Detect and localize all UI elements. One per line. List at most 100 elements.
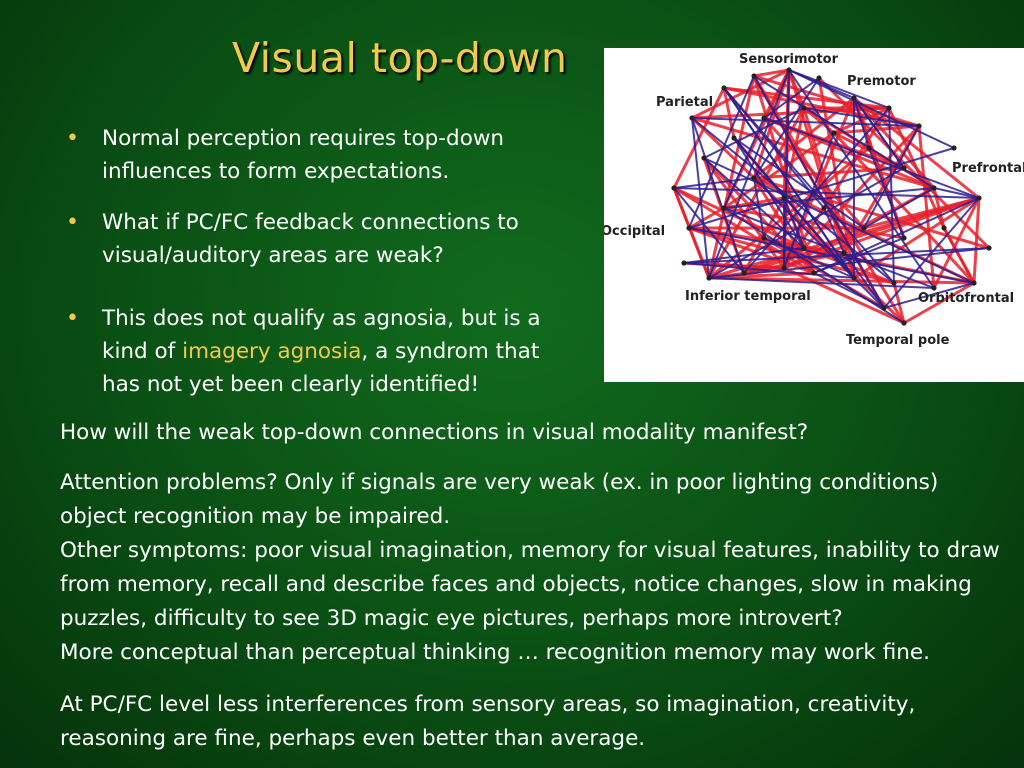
feedback-connection bbox=[883, 197, 980, 309]
region-node bbox=[881, 305, 887, 311]
region-node bbox=[786, 67, 792, 73]
connectivity-diagram: Sensorimotor Premotor Parietal Prefronta… bbox=[604, 52, 1024, 348]
label-prefrontal: Prefrontal bbox=[952, 161, 1024, 176]
feedforward-connection bbox=[942, 227, 976, 284]
feedback-connection bbox=[703, 157, 805, 249]
feedforward-connection bbox=[917, 125, 936, 289]
region-node bbox=[681, 260, 687, 266]
region-node bbox=[941, 225, 947, 231]
feedforward-connection bbox=[722, 87, 736, 139]
region-node bbox=[781, 265, 787, 271]
feedback-connection bbox=[691, 117, 710, 279]
feedback-connection bbox=[883, 282, 975, 309]
region-node bbox=[901, 235, 907, 241]
label-orbitofrontal: Orbitofrontal bbox=[918, 291, 1014, 306]
region-node bbox=[901, 320, 907, 326]
region-node bbox=[741, 270, 747, 276]
feedback-connection bbox=[788, 69, 855, 99]
region-node bbox=[986, 245, 992, 251]
region-node bbox=[761, 235, 767, 241]
highlight-imagery-agnosia: imagery agnosia bbox=[182, 339, 362, 364]
region-node bbox=[721, 85, 727, 91]
feedback-connection bbox=[753, 77, 820, 179]
region-node bbox=[931, 185, 937, 191]
feedback-connection bbox=[723, 117, 765, 209]
region-node bbox=[689, 115, 695, 121]
region-node bbox=[901, 165, 907, 171]
feedforward-connection bbox=[707, 75, 756, 279]
feedback-connection bbox=[703, 157, 975, 284]
bullet-text: Normal perception requires top-down infl… bbox=[102, 126, 505, 184]
region-node bbox=[931, 285, 937, 291]
feedback-connection bbox=[708, 69, 790, 279]
label-temporal-pole: Temporal pole bbox=[846, 333, 950, 348]
region-node bbox=[801, 105, 807, 111]
region-node bbox=[951, 145, 957, 151]
label-parietal: Parietal bbox=[656, 95, 713, 110]
feedforward-connection bbox=[853, 96, 980, 200]
bullet-item: • Normal perception requires top-down in… bbox=[60, 122, 580, 188]
connection-lines bbox=[672, 68, 991, 325]
feedforward-connection bbox=[688, 226, 815, 275]
region-node bbox=[751, 175, 757, 181]
feedback-connection bbox=[691, 117, 920, 127]
feedback-connection bbox=[763, 237, 855, 279]
region-node bbox=[706, 275, 712, 281]
feedback-connection bbox=[763, 77, 820, 119]
slide-title: Visual top-down bbox=[232, 34, 568, 82]
feedback-connection bbox=[723, 187, 935, 209]
region-node bbox=[801, 245, 807, 251]
region-node bbox=[781, 195, 787, 201]
feedback-connection bbox=[863, 187, 935, 229]
bullet-text-before: This does not qualify as agnosia, but is… bbox=[102, 306, 541, 364]
feedback-connection bbox=[733, 137, 865, 229]
region-node bbox=[971, 280, 977, 286]
feedback-connection bbox=[683, 262, 855, 279]
feedback-connection bbox=[673, 187, 980, 199]
symptoms-paragraph: Attention problems? Only if signals are … bbox=[60, 466, 1010, 670]
region-nodes bbox=[671, 67, 992, 326]
region-node bbox=[811, 270, 817, 276]
feedforward-connection bbox=[932, 197, 981, 289]
attention-text: Attention problems? Only if signals are … bbox=[60, 470, 939, 529]
brain-connectivity-figure: Sensorimotor Premotor Parietal Prefronta… bbox=[604, 48, 1024, 382]
label-occipital: Occipital bbox=[604, 224, 665, 239]
feedforward-connection bbox=[691, 106, 890, 120]
feedback-connection bbox=[708, 247, 990, 279]
feedback-connection bbox=[708, 277, 935, 289]
bullet-text: What if PC/FC feedback connections to vi… bbox=[102, 210, 519, 268]
region-node bbox=[731, 135, 737, 141]
feedback-connection bbox=[788, 69, 955, 149]
label-sensorimotor: Sensorimotor bbox=[739, 52, 839, 67]
region-node bbox=[841, 250, 847, 256]
region-node bbox=[701, 155, 707, 161]
conceptual-text: More conceptual than perceptual thinking… bbox=[60, 640, 930, 665]
feedforward-connection bbox=[852, 97, 936, 189]
feedback-connection bbox=[743, 107, 890, 274]
feedback-connection bbox=[843, 252, 885, 309]
feedback-connection bbox=[823, 207, 845, 254]
label-inferior-temporal: Inferior temporal bbox=[685, 289, 811, 304]
feedback-connection bbox=[788, 69, 935, 289]
feedback-connection bbox=[783, 132, 835, 269]
region-node bbox=[671, 185, 677, 191]
region-node bbox=[686, 225, 692, 231]
bullet-list: • Normal perception requires top-down in… bbox=[60, 122, 580, 401]
feedforward-connection bbox=[863, 196, 980, 230]
feedback-connection bbox=[783, 69, 790, 269]
region-node bbox=[761, 115, 767, 121]
question-paragraph: How will the weak top-down connections i… bbox=[60, 420, 809, 445]
feedforward-connection bbox=[691, 68, 790, 120]
feedback-connection bbox=[783, 197, 805, 249]
feedback-connection bbox=[933, 187, 980, 199]
region-node bbox=[831, 130, 837, 136]
region-node bbox=[916, 123, 922, 129]
feedback-connection bbox=[688, 75, 755, 229]
region-node bbox=[866, 145, 872, 151]
region-node bbox=[851, 275, 857, 281]
region-node bbox=[861, 225, 867, 231]
feedback-connection bbox=[683, 247, 990, 264]
feedforward-connection bbox=[903, 281, 975, 325]
feedback-connection bbox=[753, 177, 885, 309]
feedforward-connection bbox=[752, 75, 906, 324]
